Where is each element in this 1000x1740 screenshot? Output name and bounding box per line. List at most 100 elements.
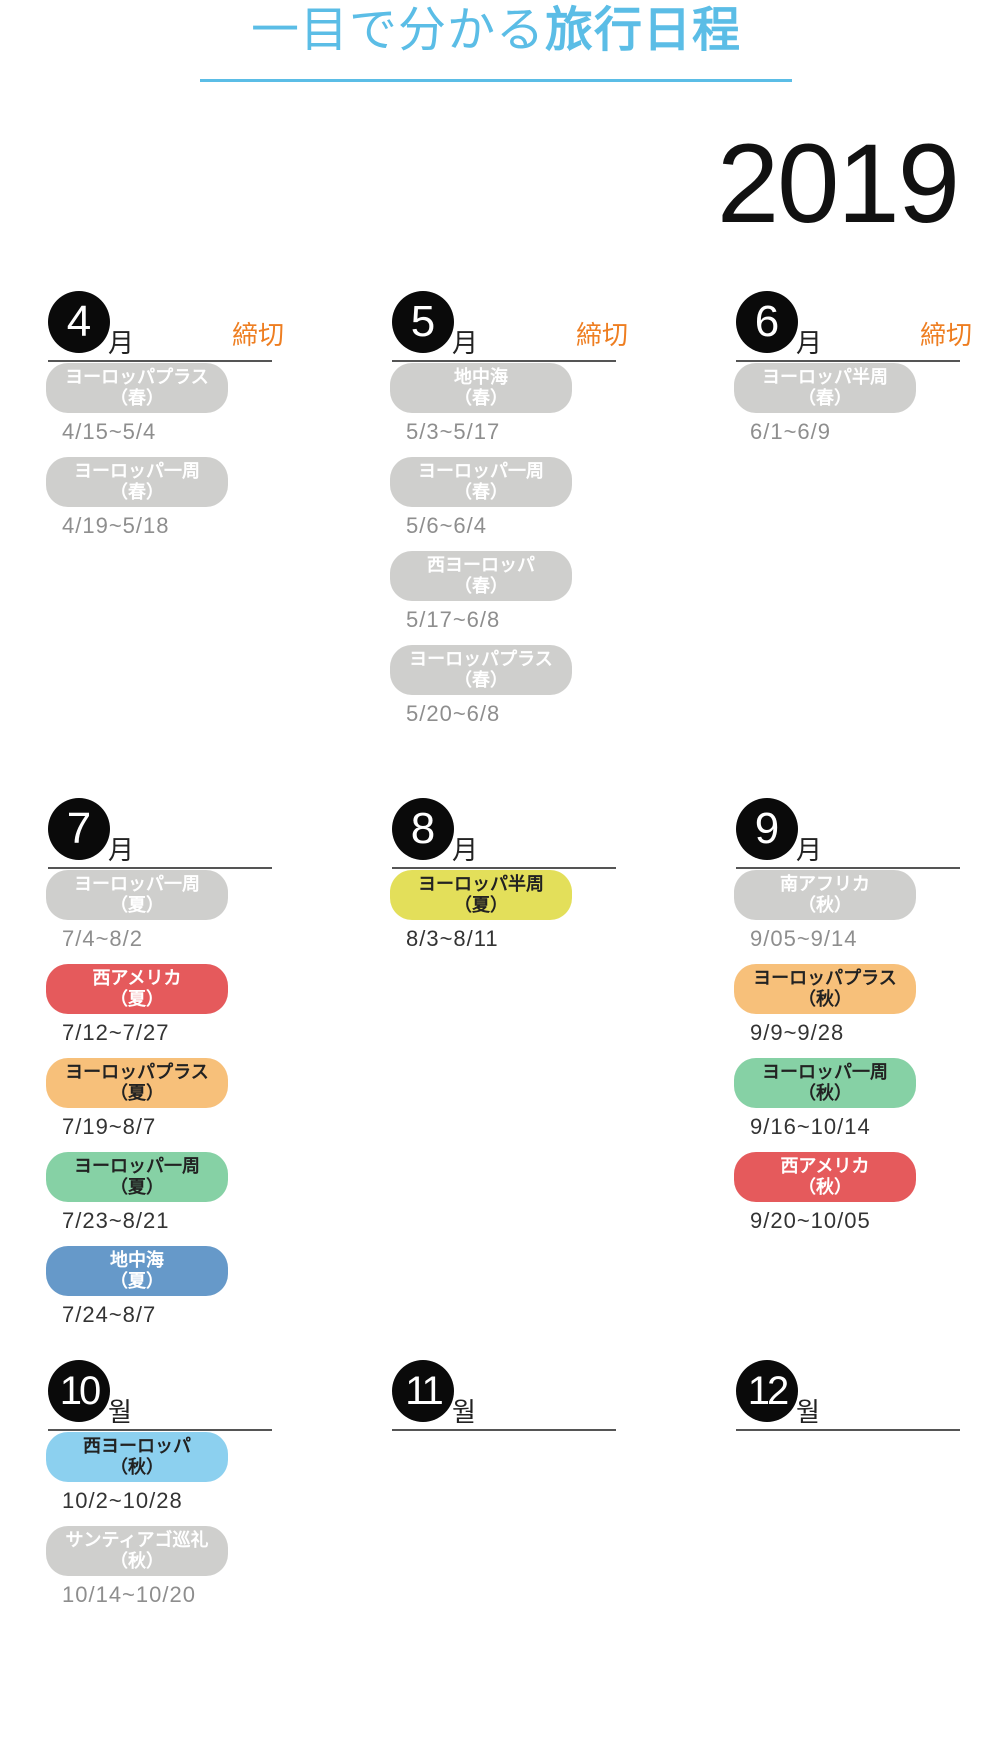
month-august: 8 月 ヨーロッパ半周（夏） 8/3~8/11 (390, 798, 622, 964)
trip-item[interactable]: 地中海（春） 5/3~5/17 (390, 363, 622, 445)
month-april: 4 月 締切 ヨーロッパプラス（春） 4/15~5/4 ヨーロッパ一周（春） 4… (46, 291, 284, 551)
trip-dates: 8/3~8/11 (406, 926, 499, 951)
title-bold: 旅行日程 (545, 2, 742, 58)
month-september: 9 月 南アフリカ（秋） 9/05~9/14 ヨーロッパプラス（秋） 9/9~9… (734, 798, 966, 1246)
trip-item[interactable]: ヨーロッパ一周（夏） 7/4~8/2 (46, 870, 278, 952)
trip-item[interactable]: ヨーロッパ一周（春） 5/6~6/4 (390, 457, 622, 539)
trip-season: （夏） (110, 989, 164, 1010)
trip-item[interactable]: ヨーロッパプラス（秋） 9/9~9/28 (734, 964, 966, 1046)
trip-season: （秋） (110, 1457, 164, 1478)
year-label: 2019 (716, 121, 960, 246)
trip-item[interactable]: 西ヨーロッパ（春） 5/17~6/8 (390, 551, 622, 633)
trip-name: ヨーロッパ一周 (74, 1156, 200, 1177)
trip-dates: 7/24~8/7 (62, 1302, 157, 1327)
trip-item[interactable]: ヨーロッパ半周（春） 6/1~6/9 (734, 363, 966, 445)
month-may: 5 月 締切 地中海（春） 5/3~5/17 ヨーロッパ一周（春） 5/6~6/… (390, 291, 628, 739)
month-unit: 月 (452, 329, 479, 359)
trip-item[interactable]: ヨーロッパプラス（春） 5/20~6/8 (390, 645, 622, 727)
trip-season: （秋） (110, 1551, 164, 1572)
trip-badge[interactable]: ヨーロッパ半周（夏） (390, 870, 572, 920)
trip-dates: 7/23~8/21 (62, 1208, 170, 1233)
month-july: 7 月 ヨーロッパ一周（夏） 7/4~8/2 西アメリカ（夏） 7/12~7/2… (46, 798, 278, 1340)
trip-name: ヨーロッパプラス (753, 968, 897, 989)
month-number-badge: 12 (736, 1360, 798, 1422)
trip-season: （春） (454, 670, 508, 691)
trip-item[interactable]: 南アフリカ（秋） 9/05~9/14 (734, 870, 966, 952)
trip-dates: 10/14~10/20 (62, 1582, 196, 1607)
trip-season: （夏） (454, 895, 508, 916)
month-unit: 月 (108, 329, 135, 359)
trip-badge[interactable]: ヨーロッパプラス（秋） (734, 964, 916, 1014)
trip-badge[interactable]: ヨーロッパ一周（秋） (734, 1058, 916, 1108)
trip-item[interactable]: ヨーロッパ一周（春） 4/19~5/18 (46, 457, 278, 539)
month-divider (392, 360, 616, 362)
trip-season: （秋） (798, 1083, 852, 1104)
trip-name: ヨーロッパ一周 (74, 874, 200, 895)
month-number-badge: 5 (392, 291, 454, 353)
trip-dates: 9/05~9/14 (750, 926, 858, 951)
trip-badge[interactable]: ヨーロッパ一周（夏） (46, 870, 228, 920)
trip-item[interactable]: ヨーロッパプラス（夏） 7/19~8/7 (46, 1058, 278, 1140)
trip-item[interactable]: ヨーロッパプラス（春） 4/15~5/4 (46, 363, 278, 445)
trip-name: ヨーロッパ半周 (762, 367, 888, 388)
trip-name: ヨーロッパ一周 (762, 1062, 888, 1083)
title-underline (200, 79, 792, 82)
deadline-label: 締切 (919, 321, 972, 351)
month-unit: 월 (108, 1398, 132, 1428)
trip-item[interactable]: ヨーロッパ一周（秋） 9/16~10/14 (734, 1058, 966, 1140)
page-title: 一目で分かる旅行日程 (200, 6, 792, 54)
trip-dates: 4/15~5/4 (62, 419, 157, 444)
trip-season: （春） (110, 482, 164, 503)
trip-badge[interactable]: ヨーロッパ一周（夏） (46, 1152, 228, 1202)
trip-badge[interactable]: サンティアゴ巡礼（秋） (46, 1526, 228, 1576)
trip-item[interactable]: ヨーロッパ半周（夏） 8/3~8/11 (390, 870, 622, 952)
month-unit: 月 (796, 329, 823, 359)
month-number-badge: 9 (736, 798, 798, 860)
trip-name: ヨーロッパプラス (65, 367, 209, 388)
month-number-badge: 4 (48, 291, 110, 353)
trip-badge[interactable]: 西アメリカ（秋） (734, 1152, 916, 1202)
trip-dates: 9/20~10/05 (750, 1208, 871, 1233)
trip-name: ヨーロッパ一周 (74, 461, 200, 482)
trip-item[interactable]: 西アメリカ（夏） 7/12~7/27 (46, 964, 278, 1046)
month-number-badge: 11 (392, 1360, 454, 1422)
trip-badge[interactable]: ヨーロッパ一周（春） (46, 457, 228, 507)
trip-badge[interactable]: 西アメリカ（夏） (46, 964, 228, 1014)
trip-badge[interactable]: ヨーロッパプラス（春） (46, 363, 228, 413)
trip-dates: 4/19~5/18 (62, 513, 170, 538)
trip-badge[interactable]: ヨーロッパ一周（春） (390, 457, 572, 507)
trip-badge[interactable]: 地中海（春） (390, 363, 572, 413)
trip-badge[interactable]: 西ヨーロッパ（秋） (46, 1432, 228, 1482)
month-october: 10 월 西ヨーロッパ（秋） 10/2~10/28 サンティアゴ巡礼（秋） 10… (46, 1360, 278, 1620)
trip-name: 西アメリカ (780, 1156, 870, 1177)
month-divider (392, 1429, 616, 1431)
trip-badge[interactable]: 南アフリカ（秋） (734, 870, 916, 920)
trip-dates: 5/20~6/8 (406, 701, 501, 726)
month-divider (48, 1429, 272, 1431)
trip-dates: 9/9~9/28 (750, 1020, 845, 1045)
deadline-label: 締切 (231, 321, 284, 351)
trip-item[interactable]: 西ヨーロッパ（秋） 10/2~10/28 (46, 1432, 278, 1514)
deadline-label: 締切 (575, 321, 628, 351)
trip-dates: 7/12~7/27 (62, 1020, 170, 1045)
trip-item[interactable]: 西アメリカ（秋） 9/20~10/05 (734, 1152, 966, 1234)
trip-name: 西ヨーロッパ (427, 555, 535, 576)
trip-dates: 6/1~6/9 (750, 419, 832, 444)
trip-badge[interactable]: ヨーロッパプラス（夏） (46, 1058, 228, 1108)
month-june: 6 月 締切 ヨーロッパ半周（春） 6/1~6/9 (734, 291, 972, 457)
page-header: 一目で分かる旅行日程 (200, 0, 792, 84)
month-december: 12 월 (736, 1360, 966, 1432)
trip-season: （夏） (110, 1177, 164, 1198)
trip-item[interactable]: 地中海（夏） 7/24~8/7 (46, 1246, 278, 1328)
trip-dates: 9/16~10/14 (750, 1114, 871, 1139)
trip-item[interactable]: ヨーロッパ一周（夏） 7/23~8/21 (46, 1152, 278, 1234)
trip-season: （春） (798, 388, 852, 409)
trip-badge[interactable]: 西ヨーロッパ（春） (390, 551, 572, 601)
month-unit: 月 (796, 836, 823, 866)
month-number-badge: 10 (48, 1360, 110, 1422)
trip-badge[interactable]: 地中海（夏） (46, 1246, 228, 1296)
month-divider (736, 1429, 960, 1431)
trip-badge[interactable]: ヨーロッパ半周（春） (734, 363, 916, 413)
trip-badge[interactable]: ヨーロッパプラス（春） (390, 645, 572, 695)
trip-item[interactable]: サンティアゴ巡礼（秋） 10/14~10/20 (46, 1526, 278, 1608)
